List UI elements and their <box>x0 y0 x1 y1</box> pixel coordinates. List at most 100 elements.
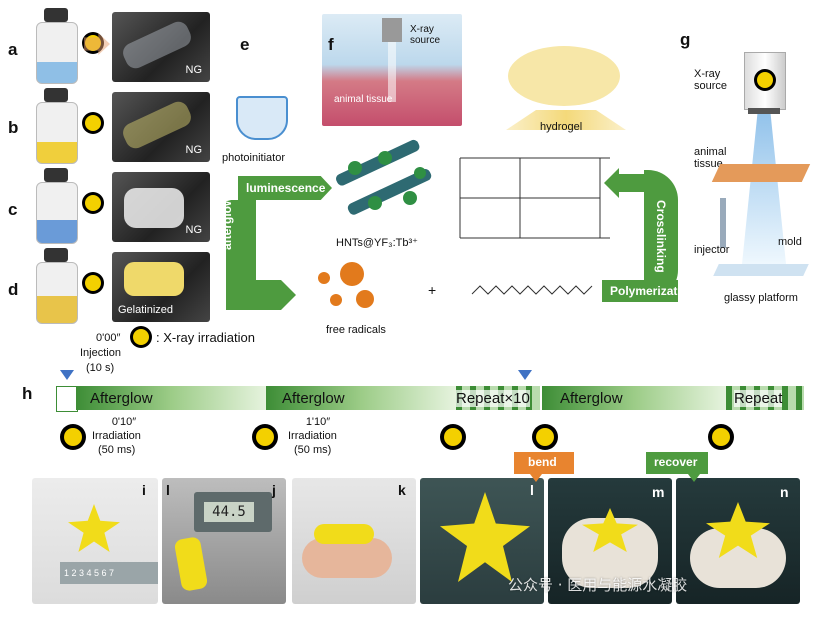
panel-label-a: a <box>8 40 18 59</box>
photo-l: l <box>420 478 544 604</box>
repeat-label-2: Repeat <box>734 390 783 407</box>
tissue-slab <box>711 164 811 182</box>
photo-i: 1 2 3 4 5 6 7 i <box>32 478 158 604</box>
vial-a <box>36 8 78 84</box>
vial-b <box>36 88 78 164</box>
radiation-icon <box>440 424 466 450</box>
panel-label-d: d <box>8 280 19 299</box>
vial-c <box>36 168 78 244</box>
repeat-label-1: Repeat×10 <box>456 390 530 407</box>
panel-label-k: k <box>398 482 406 498</box>
irr2-time: 1'10″ <box>305 416 331 428</box>
afterglow-segment-2 <box>266 386 456 410</box>
photoinitiator-label: photoinitiator <box>222 152 285 164</box>
free-radicals-label: free radicals <box>326 324 386 336</box>
luminescence-label: luminescence <box>246 181 326 195</box>
injection-segment <box>56 386 78 412</box>
bend-tag: bend <box>514 452 574 474</box>
hydrogel-star <box>314 524 374 544</box>
bend-label: bend <box>528 455 557 469</box>
result-b: NG <box>185 144 203 156</box>
panel-label-l-small: l <box>166 482 170 498</box>
watermark: 公众号 · 医用与能源水凝胶 <box>508 576 688 594</box>
radiation-icon <box>252 424 278 450</box>
photo-k: k <box>292 478 416 604</box>
hydrogel-blob <box>508 46 620 106</box>
panel-label-c: c <box>8 200 18 219</box>
radiation-icon <box>82 112 104 134</box>
mold-label: mold <box>778 236 802 248</box>
photo-c: NG <box>112 172 210 242</box>
start-time: 0'00″ <box>96 332 121 344</box>
panel-label-m: m <box>652 484 665 500</box>
photo-a: NG <box>112 12 210 82</box>
injector-syringe <box>720 198 726 248</box>
result-d: Gelatinized <box>118 304 174 316</box>
platform-label: glassy platform <box>724 292 798 304</box>
radiation-icon <box>130 326 152 348</box>
radical-dot <box>318 272 330 284</box>
xray-source-label: X-ray source <box>694 68 728 92</box>
radiation-icon <box>532 424 558 450</box>
photo-d: Gelatinized <box>112 252 210 322</box>
xray-source-device <box>744 52 786 110</box>
polymer-network-structure <box>459 157 610 239</box>
afterglow-segment-1 <box>76 386 266 410</box>
irr1-label: Irradiation <box>92 430 141 442</box>
marker-start <box>60 370 74 380</box>
hydrogel-star <box>173 536 209 592</box>
radiation-icon <box>708 424 734 450</box>
radical-dot <box>330 294 342 306</box>
vial-d <box>36 248 78 324</box>
panel-label-j: j <box>272 482 276 498</box>
irr1-time: 0'10″ <box>111 416 137 428</box>
photo-m: m <box>548 478 672 604</box>
finger <box>302 538 392 578</box>
panel-label-h: h <box>22 384 33 403</box>
hnts-label: HNTs@YF₃:Tb³⁺ <box>336 237 418 249</box>
radical-dot <box>340 262 364 286</box>
hydrogel-star <box>68 504 120 552</box>
luminescence-arrow <box>238 176 332 200</box>
ruler: 1 2 3 4 5 6 7 <box>60 562 158 584</box>
marker-repeat <box>518 370 532 380</box>
panel-label-l: l <box>530 482 534 498</box>
arrow-icon <box>84 33 110 55</box>
radiation-icon <box>82 272 104 294</box>
afterglow-label-2: Afterglow <box>282 390 345 407</box>
irr2-duration: (50 ms) <box>294 444 332 456</box>
f-tissue-label: animal tissue <box>334 94 393 105</box>
recover-label: recover <box>654 455 698 469</box>
polymerization-label: Polymerization <box>610 284 696 298</box>
animal-tissue-label: animal tissue <box>694 146 727 170</box>
legend-text: : X-ray irradiation <box>156 330 255 345</box>
radiation-icon <box>82 192 104 214</box>
panel-label-b: b <box>8 118 19 137</box>
afterglow-label: afterglow <box>220 196 234 250</box>
irr1-duration: (50 ms) <box>98 444 136 456</box>
caliper-reading: 44.5 <box>204 502 254 522</box>
result-a: NG <box>185 64 203 76</box>
injector-label: injector <box>694 244 730 256</box>
afterglow-label-1: Afterglow <box>90 390 153 407</box>
afterglow-segment-3 <box>542 386 726 410</box>
glassy-platform <box>713 264 809 276</box>
photo-b: NG <box>112 92 210 162</box>
result-c: NG <box>185 224 203 236</box>
recover-tag: recover <box>646 452 708 474</box>
hydrogel-star <box>440 492 530 582</box>
panel-label-i: i <box>142 482 146 498</box>
hydrogel-label: hydrogel <box>540 121 583 133</box>
panel-label-n: n <box>780 484 789 500</box>
plus-sign: + <box>428 282 437 298</box>
monomer-structure <box>471 285 593 295</box>
photo-j: 44.5 l j <box>162 478 286 604</box>
injection-label: Injection <box>80 347 121 359</box>
caliper: 44.5 <box>194 492 272 532</box>
crosslinking-label: Crosslinking <box>654 200 668 273</box>
photo-n: n <box>676 478 800 604</box>
irr2-label: Irradiation <box>288 430 337 442</box>
radical-dot <box>356 290 374 308</box>
afterglow-label-3: Afterglow <box>560 390 623 407</box>
radiation-icon <box>60 424 86 450</box>
